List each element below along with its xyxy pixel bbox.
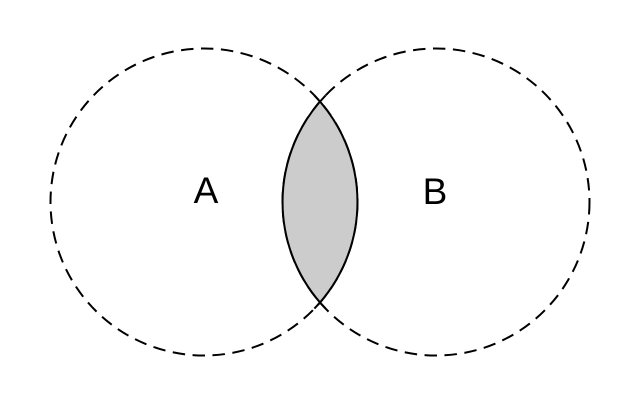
set-b-label: B [423,171,448,212]
set-a-label: A [194,170,219,211]
intersection-left-arc [281,94,327,310]
intersection-region [282,101,358,303]
intersection-right-arc [313,94,359,310]
